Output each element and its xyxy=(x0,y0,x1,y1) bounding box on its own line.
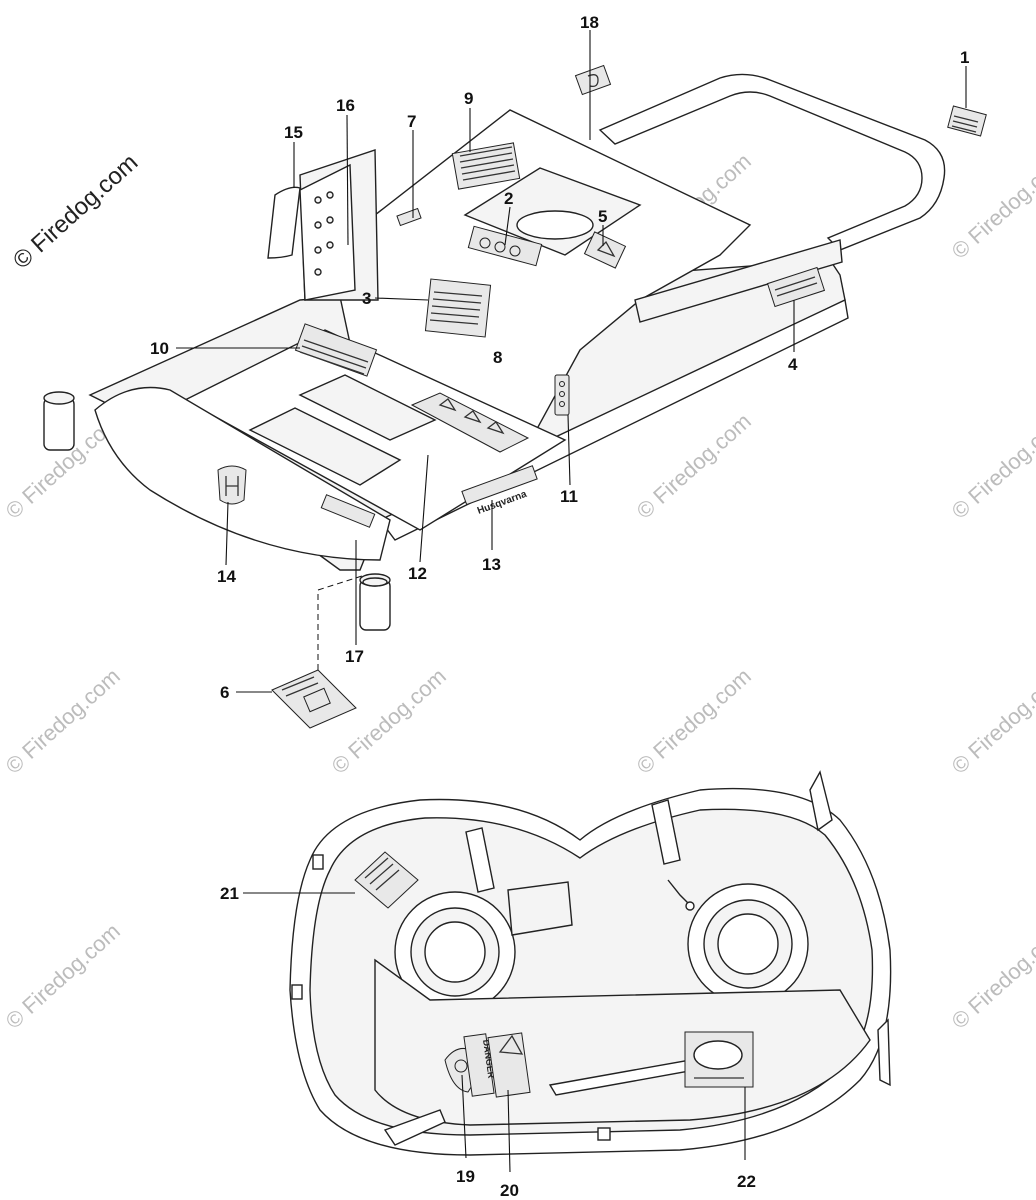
model-badge xyxy=(320,494,376,528)
callout-1: 1 xyxy=(960,48,969,67)
deck-wing-right xyxy=(809,770,833,832)
deck-hardware xyxy=(667,879,691,906)
decal-11 xyxy=(554,374,570,416)
decal-7 xyxy=(396,207,422,227)
decal-1 xyxy=(947,105,987,137)
decal-4 xyxy=(766,266,826,308)
callout-5: 5 xyxy=(598,207,607,226)
decals-deck: DANGER xyxy=(354,851,754,1098)
callout-9: 9 xyxy=(464,89,473,108)
callout-2: 2 xyxy=(504,189,513,208)
console-hole xyxy=(516,210,594,240)
assembly-line-6 xyxy=(317,574,366,670)
decal-22 xyxy=(684,1031,754,1088)
callout-15: 15 xyxy=(284,123,303,142)
decal-9 xyxy=(451,142,521,190)
watermark-tile: © Firedog.com xyxy=(947,918,1036,1033)
watermark-tile: © Firedog.com xyxy=(947,663,1036,778)
callout-19: 19 xyxy=(456,1167,475,1186)
left-caster-post xyxy=(43,397,75,451)
decal-18 xyxy=(574,64,612,96)
watermark-tile: © Firedog.com xyxy=(947,408,1036,523)
deck-clip-top xyxy=(312,854,324,870)
part-17-cap xyxy=(362,577,388,587)
callout-22: 22 xyxy=(737,1172,756,1191)
callout-4: 4 xyxy=(788,355,798,374)
watermark-tile: © Firedog.com xyxy=(327,663,451,778)
belt-cover xyxy=(507,881,573,936)
deck-clip-front xyxy=(597,1127,611,1141)
mower-deck-assembly xyxy=(289,770,892,1156)
watermark-tile: © Firedog.com xyxy=(947,148,1036,263)
deck-clip-left xyxy=(291,984,303,1000)
callout-7: 7 xyxy=(407,112,416,131)
decal-14-logo xyxy=(217,465,247,505)
deck-bracket-left xyxy=(465,827,495,893)
callout-14: 14 xyxy=(217,567,236,586)
rear-frame-tube xyxy=(598,73,946,251)
right-side-plate xyxy=(634,239,843,323)
callout-16: 16 xyxy=(336,96,355,115)
decal-10 xyxy=(294,323,378,377)
left-caster-top xyxy=(43,391,75,405)
decals-chassis: Husqvarna xyxy=(217,64,987,729)
deck-fin-right xyxy=(877,1018,891,1087)
left-spindle-center xyxy=(424,921,486,983)
right-spindle-center xyxy=(717,913,779,975)
decal-2 xyxy=(467,225,543,267)
callout-12: 12 xyxy=(408,564,427,583)
foot-pad-front xyxy=(248,407,402,486)
seat-rail-part16 xyxy=(299,163,356,301)
callout-10: 10 xyxy=(150,339,169,358)
callout-18: 18 xyxy=(580,13,599,32)
watermark-main: © Firedog.com xyxy=(8,149,143,275)
callout-20: 20 xyxy=(500,1181,519,1200)
decal-5 xyxy=(583,231,627,269)
callout-labels: 1 2 3 4 5 6 7 8 9 10 11 12 13 14 15 16 1… xyxy=(150,13,969,1200)
watermark-tile: © Firedog.com xyxy=(1,918,125,1033)
callout-13: 13 xyxy=(482,555,501,574)
callout-8: 8 xyxy=(493,348,502,367)
callout-6: 6 xyxy=(220,683,229,702)
deck-hardware-nut xyxy=(685,901,695,911)
deck-bracket-right xyxy=(651,799,681,865)
right-caster-post xyxy=(359,579,391,631)
watermark-tile: © Firedog.com xyxy=(632,408,756,523)
foot-pad-rear xyxy=(298,374,437,441)
watermark-tile: © Firedog.com xyxy=(632,663,756,778)
decal-20 xyxy=(487,1032,531,1098)
callout-3: 3 xyxy=(362,289,371,308)
decal-3 xyxy=(424,278,492,338)
watermark-tile: © Firedog.com xyxy=(1,663,125,778)
decal-6 xyxy=(271,669,357,729)
deck-front-arm xyxy=(383,1109,446,1146)
decal-21 xyxy=(354,851,419,909)
part-15-strip xyxy=(267,186,301,259)
leader-lines xyxy=(176,30,967,1173)
callout-21: 21 xyxy=(220,884,239,903)
callout-17: 17 xyxy=(345,647,364,666)
callout-11: 11 xyxy=(560,487,578,506)
decal-12 xyxy=(410,392,530,453)
rail-holes xyxy=(314,191,334,276)
